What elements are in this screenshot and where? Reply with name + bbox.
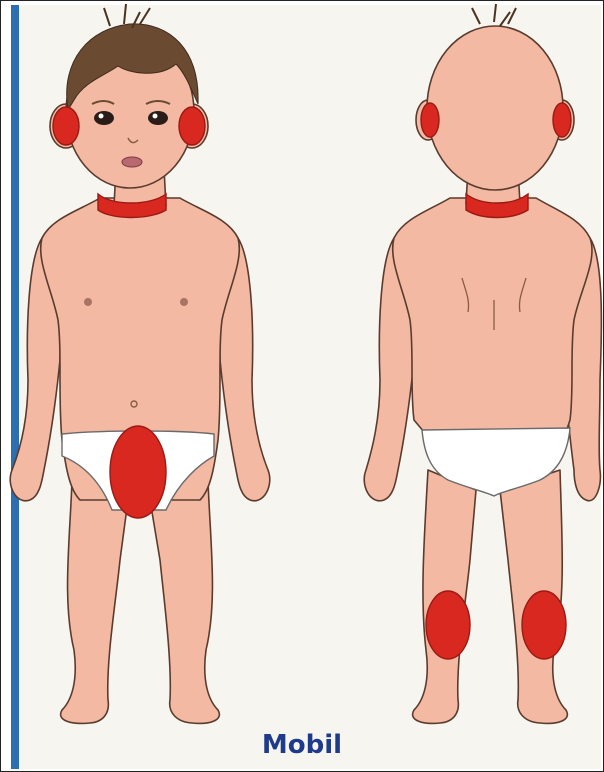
rash-back-right-ear	[553, 103, 571, 137]
left-eye-icon	[94, 111, 114, 125]
figure-caption: Mobil	[0, 730, 604, 760]
mouth-icon	[122, 157, 142, 167]
rash-front-left-ear	[53, 107, 79, 145]
back-hair-tufts	[472, 4, 516, 26]
front-right-nipple	[180, 298, 188, 306]
rash-back-left-ear	[421, 103, 439, 137]
rash-front-diaper-area	[110, 426, 166, 518]
front-left-leg	[61, 480, 128, 723]
back-head	[427, 26, 563, 190]
right-eye-icon	[148, 111, 168, 125]
back-torso	[393, 198, 592, 432]
front-left-nipple	[84, 298, 92, 306]
front-right-leg	[150, 480, 219, 723]
front-view-figure	[10, 36, 270, 723]
rash-front-right-ear	[179, 107, 205, 145]
rash-back-left-knee	[426, 591, 470, 659]
rash-back-right-knee	[522, 591, 566, 659]
